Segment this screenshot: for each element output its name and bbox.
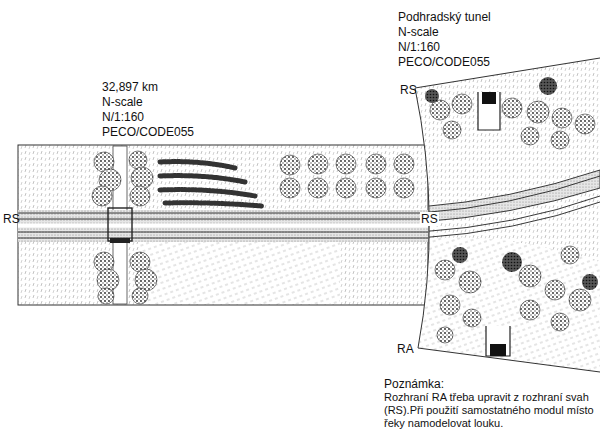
note-text: Rozhraní RA třeba upravit z rozhraní sva… <box>383 391 599 430</box>
scale-label: N-scale <box>398 25 439 39</box>
track-label: PECO/CODE055 <box>398 55 490 69</box>
module-heading: Podhradský tunel <box>398 10 491 24</box>
module-heading: 32,897 km <box>102 80 158 94</box>
scale-label: N-scale <box>102 95 143 109</box>
interface-label: RS <box>420 212 439 226</box>
ratio-label: N/1:160 <box>398 40 440 54</box>
interface-label: RS <box>3 212 20 226</box>
ratio-label: N/1:160 <box>102 110 144 124</box>
interface-label: RA <box>396 342 415 356</box>
note-heading: Poznámka: <box>383 377 445 391</box>
interface-label: RS <box>400 83 417 97</box>
track-label: PECO/CODE055 <box>102 125 194 139</box>
